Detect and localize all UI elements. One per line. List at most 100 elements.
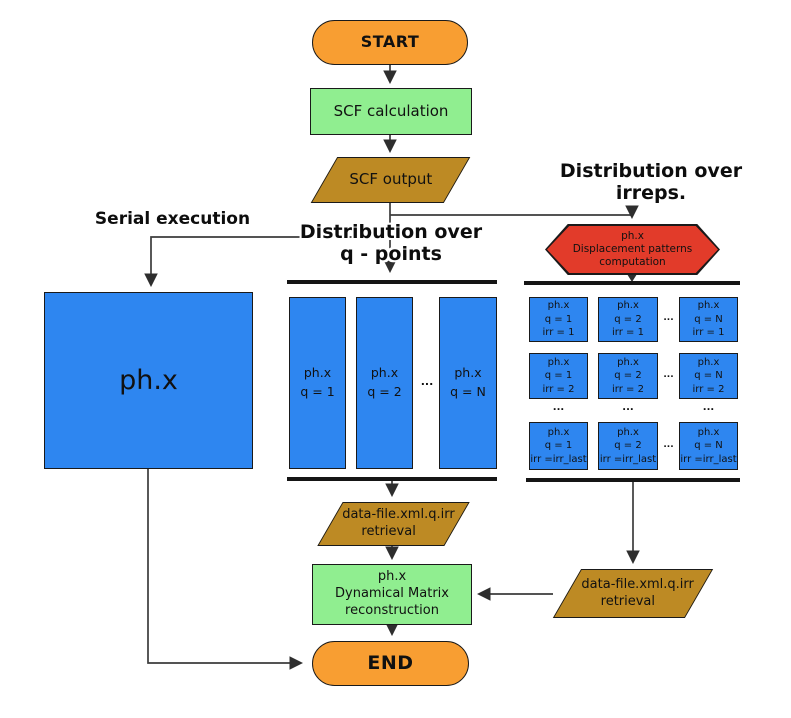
irr-cell-q1-irr2: ph.x q = 1 irr = 2 [529,353,588,399]
cell-line: q = 2 [614,370,642,382]
cell-line: ph.x [547,426,570,438]
qbox1-line2: q = 1 [300,384,335,399]
hexagon-body: ph.x Displacement patterns computation [547,226,718,273]
dynamical-matrix-process: ph.x Dynamical Matrix reconstruction [312,564,472,625]
irr-row1-ellipsis: ... [660,313,677,323]
retrieval-right-line2: retrieval [600,593,656,609]
irreps-header: Distribution over irreps. [540,160,762,205]
qpoints-box-n: ph.x q = N [439,297,497,469]
qbox2-line1: ph.x [370,365,399,381]
retrieval-mid-line1: data-file.xml.q.irr [342,507,455,523]
cell-line: irr = 2 [542,383,575,395]
qpoints-box-1: ph.x q = 1 [289,297,346,469]
retrieval-mid-line2: retrieval [361,524,416,539]
irr-dotsrow-col1: ... [529,402,588,413]
irreps-bottom-bar [526,478,740,482]
irr-cell-q2-irr1: ph.x q = 2 irr = 1 [598,297,658,342]
dynmatrix-line2: Dynamical Matrix [335,586,449,602]
connector-output-to-serial [144,236,390,288]
displacement-patterns-hexagon: ph.x Displacement patterns computation [545,224,720,275]
hexagon-line3: computation [599,256,666,269]
irr-cell-qn-irr1: ph.x q = N irr = 1 [679,297,738,342]
ellipsis-text: ... [663,440,674,450]
serial-execution-label: Serial execution [94,209,251,229]
cell-line: irr = 1 [612,327,644,339]
irr-cell-q2-irrlast: ph.x q = 2 irr =irr_last [598,422,658,470]
cell-line: irr =irr_last [680,453,737,465]
irr-cell-qn-irr2: ph.x q = N irr = 2 [679,353,738,399]
cell-line: ph.x [697,426,720,438]
irr-cell-qn-irrlast: ph.x q = N irr =irr_last [679,422,738,470]
start-label: START [360,32,420,52]
start-terminator: START [312,20,468,65]
qpoints-header-line1: Distribution over [299,221,483,243]
hexagon-line1: ph.x [621,229,644,242]
dynmatrix-line1: ph.x [377,569,407,585]
cell-line: irr =irr_last [599,453,657,465]
scf-output-io: SCF output [310,157,471,203]
cell-line: q = N [694,313,723,325]
retrieval-right-io: data-file.xml.q.irr retrieval [552,569,714,618]
cell-line: ph.x [547,356,570,368]
cell-line: q = N [694,370,723,382]
retrieval-right-line1: data-file.xml.q.irr [581,576,695,592]
irr-dotsrow-col2: ... [598,402,658,413]
ellipsis-text: ... [622,402,634,413]
end-label: END [367,652,414,675]
hexagon-line2: Displacement patterns [572,242,693,255]
ellipsis-text: ... [702,402,715,413]
serial-phx-label: ph.x [119,364,178,396]
irr-row2-ellipsis: ... [660,370,677,380]
irr-dotsrow-col3: ... [679,402,738,413]
serial-phx-box: ph.x [44,292,253,469]
scf-calculation-label: SCF calculation [333,101,449,120]
qpoints-top-bar [287,280,497,284]
cell-line: irr = 1 [692,327,725,339]
cell-line: irr = 1 [542,327,575,339]
qpoints-header: Distribution over q - points [295,221,487,266]
cell-line: q = 1 [544,370,573,382]
connector-output-to-hexagon [390,205,639,220]
qbox1-line1: ph.x [303,365,332,381]
irreps-top-bar [524,281,740,285]
cell-line: q = 1 [544,440,573,452]
cell-line: q = 2 [614,313,642,325]
cell-line: ph.x [697,300,720,312]
qboxn-line1: ph.x [454,365,482,381]
irr-cell-q2-irr2: ph.x q = 2 irr = 2 [598,353,658,399]
ellipsis-text: ... [663,313,674,323]
qpoints-bottom-bar [287,477,497,481]
qpoints-header-line2: q - points [340,243,442,266]
cell-line: irr = 2 [692,383,725,395]
cell-line: q = 1 [544,313,573,325]
irr-row3-ellipsis: ... [660,440,677,450]
cell-line: ph.x [697,356,720,368]
scf-calculation-process: SCF calculation [310,88,472,135]
cell-line: ph.x [617,300,639,312]
irreps-header-line1: Distribution over [559,160,743,182]
connector-serial-to-end [147,469,304,670]
irr-cell-q1-irrlast: ph.x q = 1 irr =irr_last [529,422,588,470]
cell-line: ph.x [617,426,639,438]
arrowhead-hexagon-to-irrbar [627,274,637,282]
ellipsis-text: ... [663,370,674,380]
qpoints-box-2: ph.x q = 2 [356,297,413,469]
cell-line: ph.x [617,356,639,368]
cell-line: irr =irr_last [530,453,587,465]
scf-output-label: SCF output [349,170,432,189]
cell-line: ph.x [547,300,570,312]
irreps-header-line2: irreps. [615,182,687,205]
retrieval-mid-io: data-file.xml.q.irr retrieval [317,502,470,546]
qbox2-line2: q = 2 [367,384,402,399]
qpoints-ellipsis: ... [417,375,437,388]
ellipsis-text: ... [552,402,565,413]
cell-line: q = N [694,440,723,452]
qpoints-ellipsis-text: ... [420,375,434,388]
qboxn-line2: q = N [450,384,486,399]
cell-line: q = 2 [614,440,642,452]
dynmatrix-line3: reconstruction [345,602,439,618]
cell-line: irr = 2 [612,383,644,395]
irr-cell-q1-irr1: ph.x q = 1 irr = 1 [529,297,588,342]
